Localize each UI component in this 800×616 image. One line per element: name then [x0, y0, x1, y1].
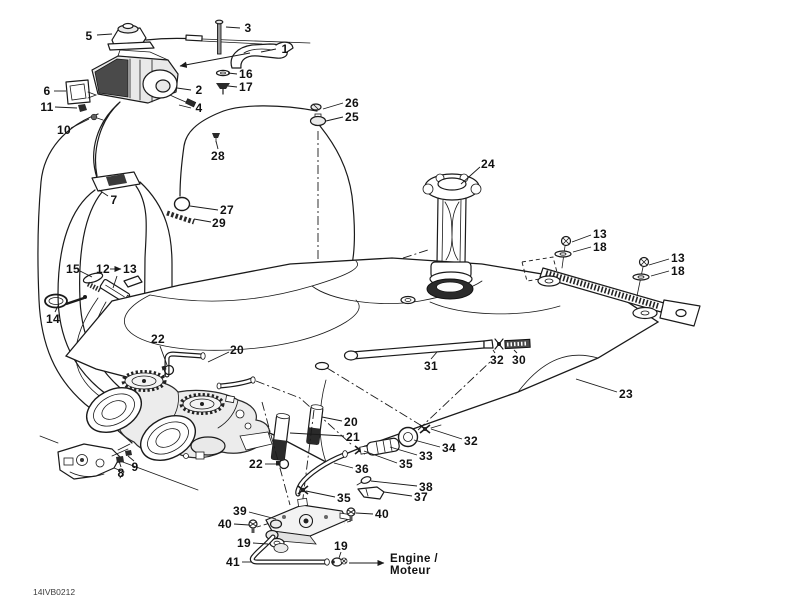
- callout-35-a: 35: [399, 457, 413, 471]
- callout-31: 31: [424, 359, 438, 373]
- callout-28: 28: [211, 149, 225, 163]
- callout-37: 37: [414, 490, 428, 504]
- callout-19-a: 19: [237, 536, 251, 550]
- callout-32-a: 32: [490, 353, 504, 367]
- callout-36: 36: [355, 462, 369, 476]
- callout-labels: 5 3 1 16 17 2 4 6 11 10 26 25 28 27 29 7…: [40, 21, 685, 569]
- cable-junction: [91, 171, 141, 192]
- callout-24: 24: [481, 157, 495, 171]
- callout-32-b: 32: [464, 434, 478, 448]
- callout-41: 41: [226, 555, 240, 569]
- pump-inlet-hose: [295, 445, 366, 497]
- callout-3: 3: [245, 21, 252, 35]
- callout-19-b: 19: [334, 539, 348, 553]
- engine-supply-hose: [249, 534, 335, 566]
- callout-18-b: 18: [671, 264, 685, 278]
- callout-29: 29: [212, 216, 226, 230]
- hose-clamps: [269, 537, 348, 567]
- mounting-strip: [521, 235, 701, 327]
- callout-21: 21: [346, 430, 360, 444]
- leader-lines: [54, 26, 670, 567]
- callout-40-b: 40: [375, 507, 389, 521]
- callout-11: 11: [40, 100, 53, 114]
- diagram-reference-code: 14IVB0212: [33, 587, 75, 597]
- callout-20-a: 20: [230, 343, 244, 357]
- filler-neck-gasket: [426, 278, 474, 300]
- callout-15: 15: [66, 262, 80, 276]
- callout-13-b: 13: [671, 251, 685, 265]
- throttle-lever-assembly: [107, 22, 311, 51]
- carburetors: [86, 370, 273, 461]
- callout-20-b: 20: [344, 415, 358, 429]
- callout-4: 4: [196, 101, 203, 115]
- callout-7: 7: [111, 193, 118, 207]
- callout-6: 6: [44, 84, 51, 98]
- callout-14: 14: [46, 312, 60, 326]
- callout-18-a: 18: [593, 240, 607, 254]
- callout-13-a: 13: [593, 227, 607, 241]
- engine-label-line1: Engine /: [390, 553, 438, 565]
- callout-12: 12: [96, 262, 110, 276]
- pump-screws: [248, 507, 356, 533]
- callout-25: 25: [345, 110, 359, 124]
- callout-23: 23: [619, 387, 633, 401]
- callout-8: 8: [118, 466, 125, 480]
- fuel-pump: [265, 497, 353, 545]
- linkage-bracket: [57, 443, 132, 480]
- impulse-line: [166, 105, 318, 225]
- callout-40-a: 40: [218, 517, 232, 531]
- callout-16: 16: [239, 67, 253, 81]
- callout-39: 39: [233, 504, 247, 518]
- callout-38: 38: [419, 480, 433, 494]
- callout-22-b: 22: [249, 457, 263, 471]
- engine-label-line2: Moteur: [390, 565, 431, 577]
- callout-34: 34: [442, 441, 456, 455]
- fuel-pickup-tube: [343, 338, 531, 361]
- inline-filter-assembly: [359, 361, 491, 456]
- callout-2: 2: [196, 83, 203, 97]
- check-valve-parts: [356, 476, 385, 500]
- callout-22-a: 22: [151, 332, 165, 346]
- bracket-and-fasteners-left: [65, 79, 104, 121]
- callout-35-b: 35: [337, 491, 351, 505]
- callout-5: 5: [86, 29, 93, 43]
- oil-pump: [91, 49, 197, 177]
- callout-26: 26: [345, 96, 359, 110]
- callout-30: 30: [512, 353, 526, 367]
- engine-destination-label: Engine / Moteur: [390, 553, 438, 577]
- callout-13-c: 13: [123, 262, 137, 276]
- callout-9: 9: [132, 460, 139, 474]
- callout-17: 17: [239, 80, 253, 94]
- callout-33: 33: [419, 449, 433, 463]
- callout-27: 27: [220, 203, 234, 217]
- callout-10: 10: [57, 123, 71, 137]
- callout-1: 1: [282, 42, 289, 56]
